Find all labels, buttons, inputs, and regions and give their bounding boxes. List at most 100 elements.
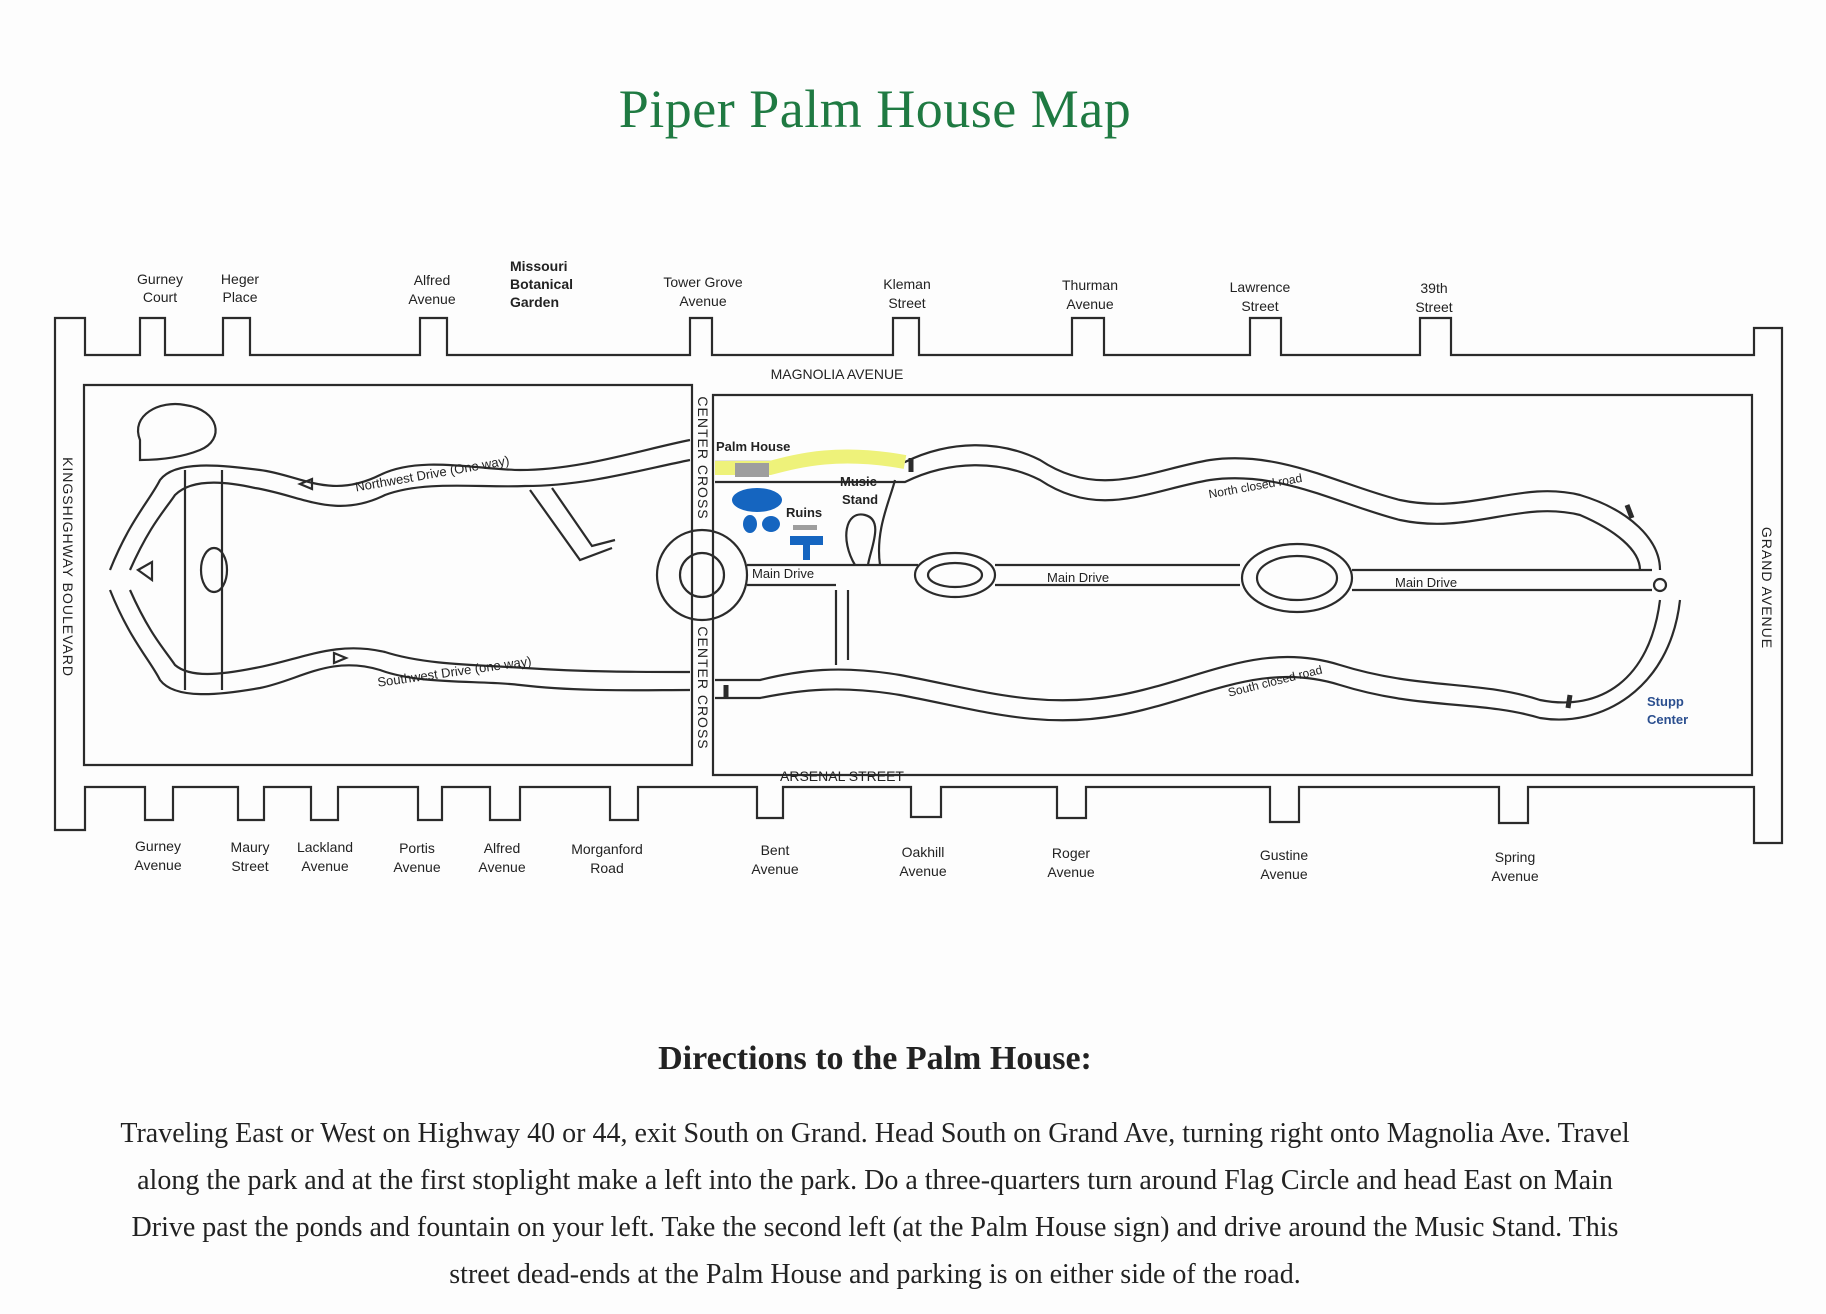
west-loop-inner	[128, 458, 691, 571]
gates	[723, 458, 1635, 709]
main-drive-oval-west-inner	[926, 561, 984, 589]
fountain	[790, 536, 823, 560]
arsenal-street-label: ARSENAL STREET	[780, 768, 904, 784]
north-closed-road-label: North closed road	[1207, 471, 1303, 501]
west-park-block	[82, 383, 694, 767]
street-label: Portis	[399, 840, 435, 856]
directions-line: Drive past the ponds and fountain on you…	[131, 1212, 1619, 1243]
street-label: Street	[1241, 298, 1278, 314]
main-drive-label: Main Drive	[1047, 570, 1109, 585]
music-stand-label: Music	[840, 474, 877, 489]
grand-roundabout	[1652, 577, 1668, 593]
street-label: Avenue	[134, 857, 181, 873]
street-label: 39th	[1420, 280, 1447, 296]
directions-line: along the park and at the first stopligh…	[137, 1165, 1613, 1196]
main-drive-label: Main Drive	[752, 566, 814, 581]
north-closed-road-inner	[715, 464, 1642, 571]
main-drive-label: Main Drive	[1395, 575, 1457, 590]
street-label: Avenue	[301, 858, 348, 874]
park-map: Gurney Court Heger Place Alfred Avenue M…	[53, 258, 1784, 884]
kingshighway-boulevard-label: KINGSHIGHWAY BOULEVARD	[60, 457, 76, 677]
grand-avenue-label: GRAND AVENUE	[1759, 527, 1775, 649]
south-street-labels: Gurney Avenue Maury Street Lackland Aven…	[134, 838, 1538, 884]
street-label: Avenue	[679, 293, 726, 309]
street-label: Alfred	[484, 840, 521, 856]
street-label: Lackland	[297, 839, 353, 855]
street-label: Place	[222, 289, 257, 305]
pond-small-1	[743, 515, 757, 533]
street-grid	[53, 316, 1784, 845]
music-stand-label: Stand	[842, 492, 878, 507]
street-label: Alfred	[414, 272, 451, 288]
street-label: Avenue	[1491, 868, 1538, 884]
magnolia-avenue-label: MAGNOLIA AVENUE	[771, 366, 904, 382]
street-label: Roger	[1052, 845, 1090, 861]
street-label: Avenue	[1066, 296, 1113, 312]
main-drive-oval-west	[913, 551, 997, 599]
northwest-spur	[529, 487, 616, 562]
street-label: Spring	[1495, 849, 1535, 865]
street-label: Tower Grove	[663, 274, 743, 290]
main-drive-link	[834, 590, 850, 665]
southwest-direction-arrow	[332, 651, 349, 665]
map-title: Piper Palm House Map	[618, 79, 1132, 139]
music-stand-loop	[845, 479, 897, 566]
street-label: Avenue	[751, 861, 798, 877]
street-label: Avenue	[899, 863, 946, 879]
street-label: Morganford	[571, 841, 643, 857]
street-label: Street	[231, 858, 268, 874]
main-drive	[747, 563, 1652, 592]
palm-house-label: Palm House	[716, 439, 790, 454]
west-loop-cross	[183, 470, 224, 690]
palm-house-area	[715, 449, 907, 560]
street-label: Gurney	[135, 838, 181, 854]
street-label: Street	[1415, 299, 1452, 315]
street-label: Avenue	[1047, 864, 1094, 880]
street-label: Heger	[221, 271, 259, 287]
stupp-center-label: Stupp	[1647, 694, 1684, 709]
main-drive-oval-east-inner	[1255, 554, 1339, 602]
east-park-block	[711, 393, 1754, 777]
directions-line: street dead-ends at the Palm House and p…	[449, 1259, 1301, 1290]
stupp-center-label: Center	[1647, 712, 1688, 727]
street-label: Gurney	[137, 271, 183, 287]
west-loop	[108, 438, 691, 571]
center-cross-north-label: CENTER CROSS	[695, 396, 711, 519]
northwest-direction-arrow	[297, 477, 314, 491]
street-label: Gustine	[1260, 847, 1308, 863]
main-drive-oval-east	[1240, 542, 1354, 614]
directions-heading: Directions to the Palm House:	[658, 1040, 1092, 1077]
street-label: Avenue	[408, 291, 455, 307]
north-closed-road	[715, 444, 1662, 571]
north-street-edge	[53, 316, 1784, 845]
south-closed-road-label: South closed road	[1226, 663, 1323, 700]
northwest-loop	[137, 402, 217, 462]
street-label: Road	[590, 860, 623, 876]
pond-large	[732, 488, 782, 512]
street-label: Kleman	[883, 276, 930, 292]
street-label: Oakhill	[902, 844, 945, 860]
street-label: Garden	[510, 294, 559, 310]
street-label: Lawrence	[1230, 279, 1291, 295]
directions-line: Traveling East or West on Highway 40 or …	[120, 1118, 1630, 1149]
center-cross-south-label: CENTER CROSS	[695, 626, 711, 749]
street-label: Missouri	[510, 258, 568, 274]
street-label: Botanical	[510, 276, 573, 292]
west-triangle	[135, 560, 154, 583]
palm-house-route-highlight	[715, 449, 907, 475]
street-label: Avenue	[393, 859, 440, 875]
directions-text: Traveling East or West on Highway 40 or …	[0, 1110, 1750, 1298]
street-label: Thurman	[1062, 277, 1118, 293]
street-label: Bent	[761, 842, 790, 858]
flag-circle-outer	[655, 528, 749, 622]
northwest-drive-label: Northwest Drive (One way)	[354, 453, 510, 495]
ruins-label: Ruins	[786, 505, 822, 520]
park-roads	[108, 402, 1682, 722]
street-label: Maury	[231, 839, 270, 855]
street-label: Court	[143, 289, 177, 305]
ruins-building	[793, 525, 817, 530]
pond-small-2	[762, 516, 780, 532]
south-closed-road	[715, 599, 1662, 704]
street-label: Street	[888, 295, 925, 311]
flag-circle-inner	[678, 551, 726, 599]
